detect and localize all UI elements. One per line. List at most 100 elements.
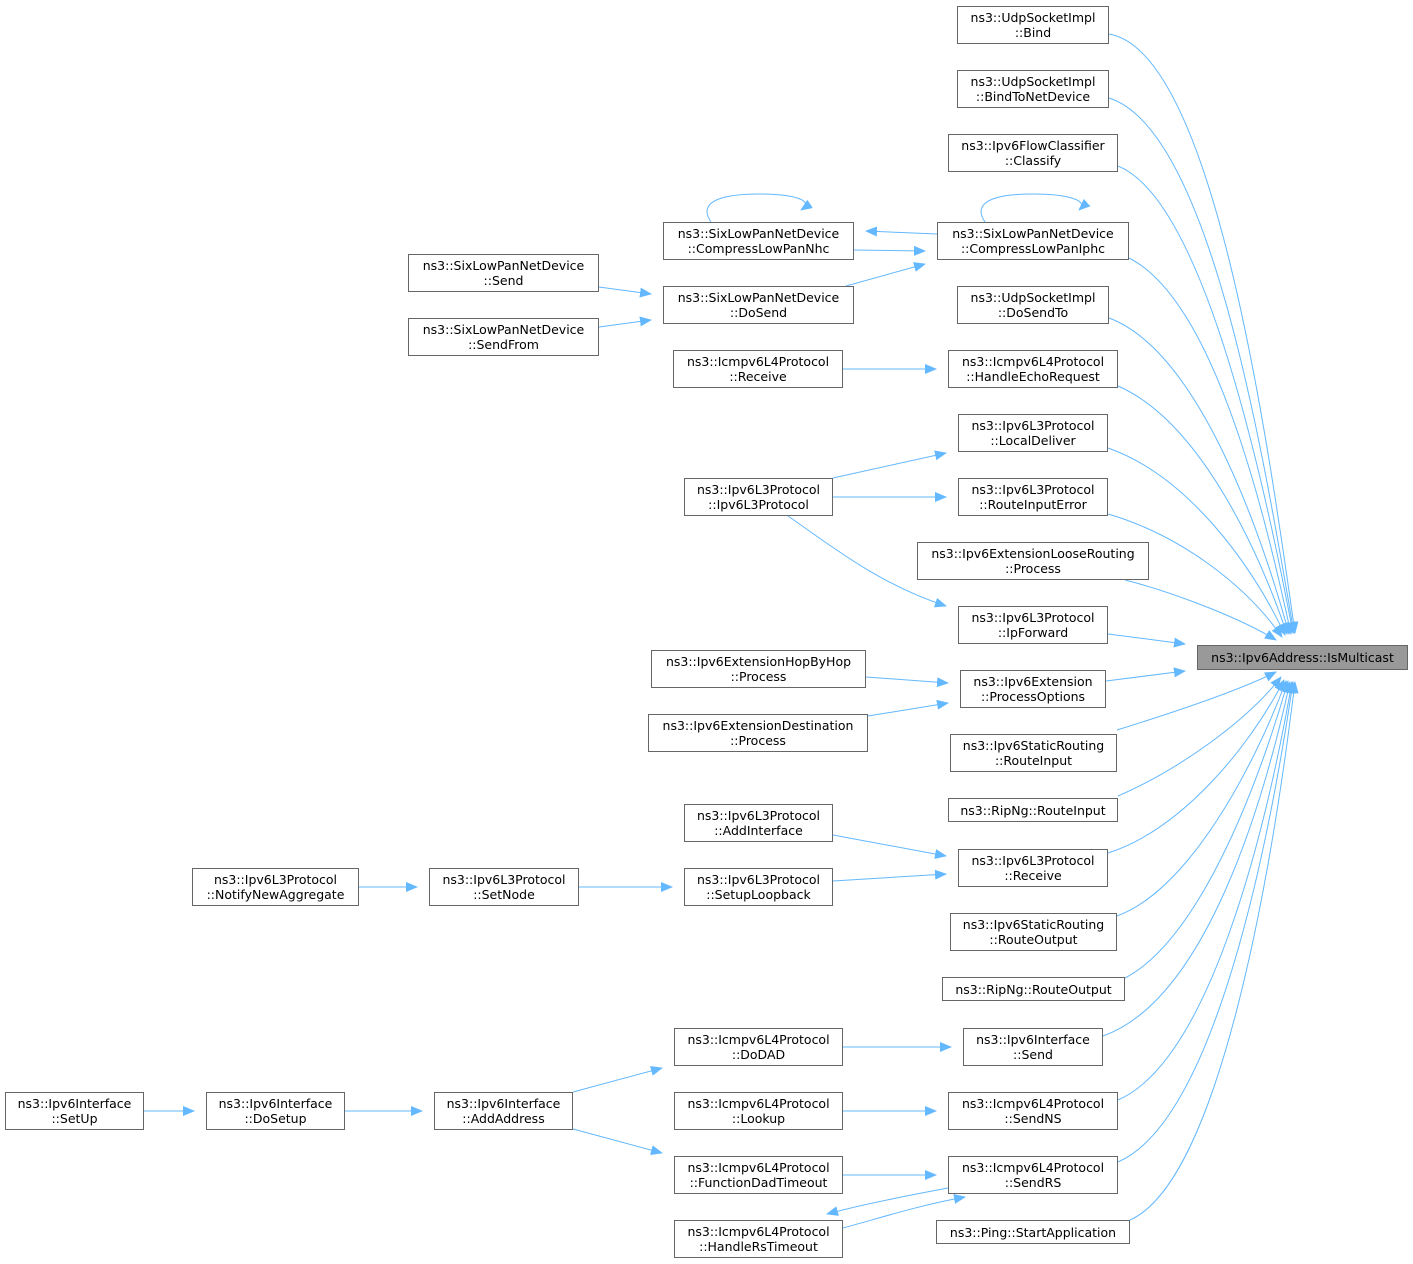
node-label: ::CompressLowPanNhc	[687, 241, 830, 256]
node-label: ::Lookup	[731, 1111, 786, 1126]
node-label: ::SetupLoopback	[706, 887, 811, 902]
node-l3-routeinputerror[interactable]: ns3::Ipv6L3Protocol::RouteInputError	[958, 478, 1108, 516]
node-label: ns3::Ipv6L3Protocol	[696, 872, 821, 887]
node-label: ns3::Icmpv6L4Protocol	[687, 1032, 830, 1047]
node-ripng-routeinput[interactable]: ns3::RipNg::RouteInput	[948, 798, 1118, 822]
node-label: ns3::RipNg::RouteInput	[960, 802, 1106, 818]
node-label: ::AddInterface	[714, 823, 803, 838]
node-ping-start[interactable]: ns3::Ping::StartApplication	[936, 1220, 1130, 1244]
node-label: ns3::Ipv6L3Protocol	[696, 808, 821, 823]
edge-l3_localdeliver-to-target	[1107, 447, 1286, 636]
node-target[interactable]: ns3::Ipv6Address::IsMulticast	[1197, 645, 1408, 670]
node-label: ns3::UdpSocketImpl	[970, 74, 1096, 89]
node-label: ::RouteInputError	[979, 497, 1087, 512]
node-if-dosetup[interactable]: ns3::Ipv6Interface::DoSetup	[206, 1092, 345, 1130]
node-label: ns3::RipNg::RouteOutput	[955, 981, 1112, 997]
node-label: ns3::Ipv6Address::IsMulticast	[1211, 650, 1394, 665]
node-l3-localdeliver[interactable]: ns3::Ipv6L3Protocol::LocalDeliver	[958, 414, 1108, 452]
node-label: ::DoSend	[729, 305, 788, 320]
node-label: ns3::Icmpv6L4Protocol	[961, 1096, 1105, 1111]
edge-icmp_echo-to-target	[1117, 385, 1289, 635]
node-icmp-dodad[interactable]: ns3::Icmpv6L4Protocol::DoDAD	[674, 1028, 843, 1066]
node-sl-nhc[interactable]: ns3::SixLowPanNetDevice::CompressLowPanN…	[663, 222, 854, 260]
node-label: ::Process	[730, 669, 787, 684]
node-ext-loose[interactable]: ns3::Ipv6ExtensionLooseRouting::Process	[917, 542, 1149, 580]
edge-sl_dosend-to-sl_iphc	[845, 262, 926, 287]
node-label: ns3::Icmpv6L4Protocol	[687, 1096, 830, 1111]
node-ext-dest[interactable]: ns3::Ipv6ExtensionDestination::Process	[648, 714, 868, 752]
edge-udp_bind-to-target	[1108, 33, 1299, 634]
edge-sl_nhc-to-sl_nhc	[706, 193, 813, 223]
node-l3-ipforward[interactable]: ns3::Ipv6L3Protocol::IpForward	[958, 606, 1108, 644]
node-icmp-lookup[interactable]: ns3::Icmpv6L4Protocol::Lookup	[674, 1092, 843, 1130]
node-label: ::DoDAD	[731, 1047, 786, 1062]
node-label: ::AddAddress	[462, 1111, 545, 1126]
edge-l3_ctor-to-l3_localdeliver	[832, 450, 947, 479]
edge-l3_addinterface-to-l3_receive	[832, 834, 947, 859]
node-l3-setnode[interactable]: ns3::Ipv6L3Protocol::SetNode	[429, 868, 579, 906]
node-label: ns3::UdpSocketImpl	[970, 290, 1096, 305]
node-label: ns3::Ipv6Interface	[218, 1096, 333, 1111]
node-label: ns3::Ipv6L3Protocol	[971, 610, 1095, 625]
node-ext-hop[interactable]: ns3::Ipv6ExtensionHopByHop::Process	[651, 650, 866, 688]
node-label: ::Process	[730, 733, 786, 748]
node-l3-ctor[interactable]: ns3::Ipv6L3Protocol::Ipv6L3Protocol	[684, 478, 833, 516]
node-ripng-routeoutput[interactable]: ns3::RipNg::RouteOutput	[942, 977, 1125, 1001]
node-label: ::Send	[483, 273, 524, 288]
node-sl-iphc[interactable]: ns3::SixLowPanNetDevice::CompressLowPanI…	[937, 222, 1129, 260]
node-ext-options[interactable]: ns3::Ipv6Extension::ProcessOptions	[960, 670, 1106, 708]
node-udp-dosendto[interactable]: ns3::UdpSocketImpl::DoSendTo	[957, 286, 1109, 324]
node-flow-classify[interactable]: ns3::Ipv6FlowClassifier::Classify	[948, 134, 1118, 172]
node-label: ::IpForward	[997, 625, 1069, 640]
node-icmp-sendns[interactable]: ns3::Icmpv6L4Protocol::SendNS	[948, 1092, 1118, 1130]
edge-ext_loose-to-target	[1124, 579, 1277, 641]
node-label: ::BindToNetDevice	[975, 89, 1091, 104]
edge-sl_send-to-sl_dosend	[598, 286, 652, 298]
edge-ping_start-to-target	[1129, 681, 1299, 1221]
node-static-routeinput[interactable]: ns3::Ipv6StaticRouting::RouteInput	[950, 734, 1117, 772]
edge-l3_ctor-to-l3_ipforward	[787, 515, 947, 608]
node-icmp-rstimeout[interactable]: ns3::Icmpv6L4Protocol::HandleRsTimeout	[674, 1220, 843, 1258]
node-sl-dosend[interactable]: ns3::SixLowPanNetDevice::DoSend	[663, 286, 854, 324]
edge-icmp_sendns-to-target	[1117, 681, 1296, 1101]
node-udp-bindnd[interactable]: ns3::UdpSocketImpl::BindToNetDevice	[957, 70, 1109, 108]
edge-if_send-to-target	[1102, 681, 1293, 1037]
node-udp-bind[interactable]: ns3::UdpSocketImpl::Bind	[957, 6, 1109, 44]
node-label: ns3::Ipv6Extension	[973, 674, 1093, 689]
node-static-routeoutput[interactable]: ns3::Ipv6StaticRouting::RouteOutput	[950, 913, 1117, 951]
node-label: ::SendFrom	[468, 337, 539, 352]
edge-l3_loopback-to-l3_receive	[832, 869, 947, 882]
node-if-setup[interactable]: ns3::Ipv6Interface::SetUp	[5, 1092, 144, 1130]
node-label: ::SendNS	[1004, 1111, 1062, 1126]
node-label: ::ProcessOptions	[980, 689, 1086, 704]
node-icmp-sendrs[interactable]: ns3::Icmpv6L4Protocol::SendRS	[948, 1156, 1118, 1194]
node-l3-loopback[interactable]: ns3::Ipv6L3Protocol::SetupLoopback	[684, 868, 833, 906]
node-label: ns3::SixLowPanNetDevice	[677, 290, 840, 305]
node-if-send[interactable]: ns3::Ipv6Interface::Send	[963, 1028, 1103, 1066]
edge-sl_iphc-to-target	[1128, 257, 1294, 635]
node-label: ns3::Ipv6L3Protocol	[213, 872, 338, 887]
node-l3-notify[interactable]: ns3::Ipv6L3Protocol::NotifyNewAggregate	[192, 868, 359, 906]
node-label: ::Classify	[1004, 153, 1062, 168]
node-label: ::HandleRsTimeout	[699, 1239, 818, 1254]
node-icmp-daddtimeout[interactable]: ns3::Icmpv6L4Protocol::FunctionDadTimeou…	[674, 1156, 843, 1194]
node-label: ::Bind	[1014, 25, 1052, 40]
node-icmp-echo[interactable]: ns3::Icmpv6L4Protocol::HandleEchoRequest	[948, 350, 1118, 388]
node-sl-send[interactable]: ns3::SixLowPanNetDevice::Send	[408, 254, 599, 292]
node-sl-sendfrom[interactable]: ns3::SixLowPanNetDevice::SendFrom	[408, 318, 599, 356]
node-if-addaddress[interactable]: ns3::Ipv6Interface::AddAddress	[434, 1092, 573, 1130]
edge-icmp_rstimeout-to-icmp_sendrs	[842, 1194, 966, 1229]
edge-sl_iphc-to-sl_iphc	[980, 193, 1091, 223]
node-l3-addinterface[interactable]: ns3::Ipv6L3Protocol::AddInterface	[684, 804, 833, 842]
node-label: ns3::Ipv6ExtensionDestination	[662, 718, 854, 733]
node-label: ns3::Icmpv6L4Protocol	[687, 1160, 830, 1175]
node-l3-receive[interactable]: ns3::Ipv6L3Protocol::Receive	[958, 849, 1108, 887]
edge-sl_sendfrom-to-sl_dosend	[598, 316, 652, 328]
edge-icmp_sendrs-to-icmp_rstimeout	[826, 1187, 949, 1216]
node-icmp-receive[interactable]: ns3::Icmpv6L4Protocol::Receive	[673, 350, 843, 388]
edge-ext_dest-to-ext_options	[867, 699, 949, 717]
edge-l3_routeinputerror-to-target	[1107, 513, 1283, 638]
node-label: ns3::Ipv6L3Protocol	[971, 482, 1095, 497]
edge-sl_iphc-to-sl_nhc	[865, 226, 938, 237]
